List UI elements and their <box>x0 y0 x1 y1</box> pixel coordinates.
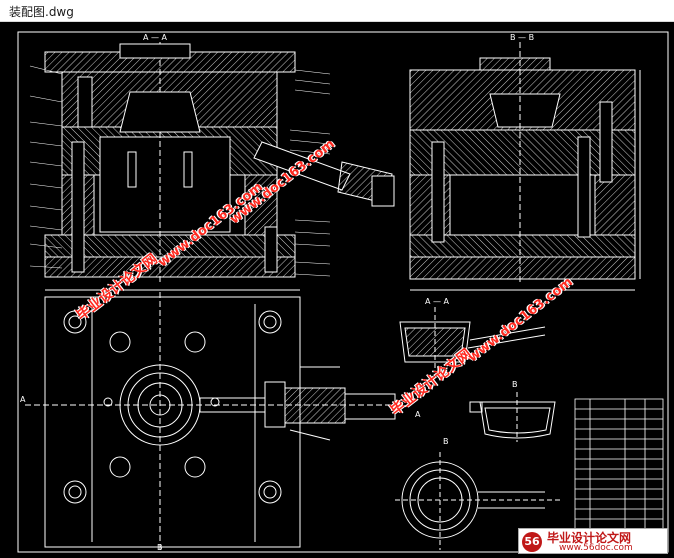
parts-list-table <box>574 398 664 550</box>
section-label-side: B — B <box>510 33 534 42</box>
part-side-view <box>469 392 556 442</box>
part-plan-view <box>395 452 560 550</box>
section-label-detail: A — A <box>425 297 450 306</box>
part-label-b: B <box>512 380 518 389</box>
site-logo: 56 毕业设计论文网 www.56doc.com <box>518 528 668 554</box>
side-section-view <box>409 42 641 291</box>
plan-label-b-bottom: B <box>157 543 163 552</box>
cad-drawing: A — A B — B <box>17 31 669 553</box>
plan-label-a-right: A <box>415 410 421 419</box>
window-title: 装配图.dwg <box>9 5 74 19</box>
logo-badge: 56 <box>522 532 542 552</box>
cylinder-assembly <box>253 141 395 207</box>
plan-view <box>25 289 400 552</box>
title-bar: 装配图.dwg <box>0 0 674 22</box>
sheet-border <box>17 31 669 553</box>
logo-url: www.56doc.com <box>559 543 633 553</box>
part-detail-view <box>399 307 546 372</box>
front-section-view <box>44 42 296 282</box>
drawing-canvas[interactable]: A — A B — B <box>0 22 674 558</box>
leader-lines-main <box>29 65 331 277</box>
part-plan-label-b: B <box>443 437 449 446</box>
plan-label-a-left: A <box>20 395 26 404</box>
logo-name: 毕业设计论文网 <box>547 531 632 545</box>
section-label-main: A — A <box>143 33 168 42</box>
